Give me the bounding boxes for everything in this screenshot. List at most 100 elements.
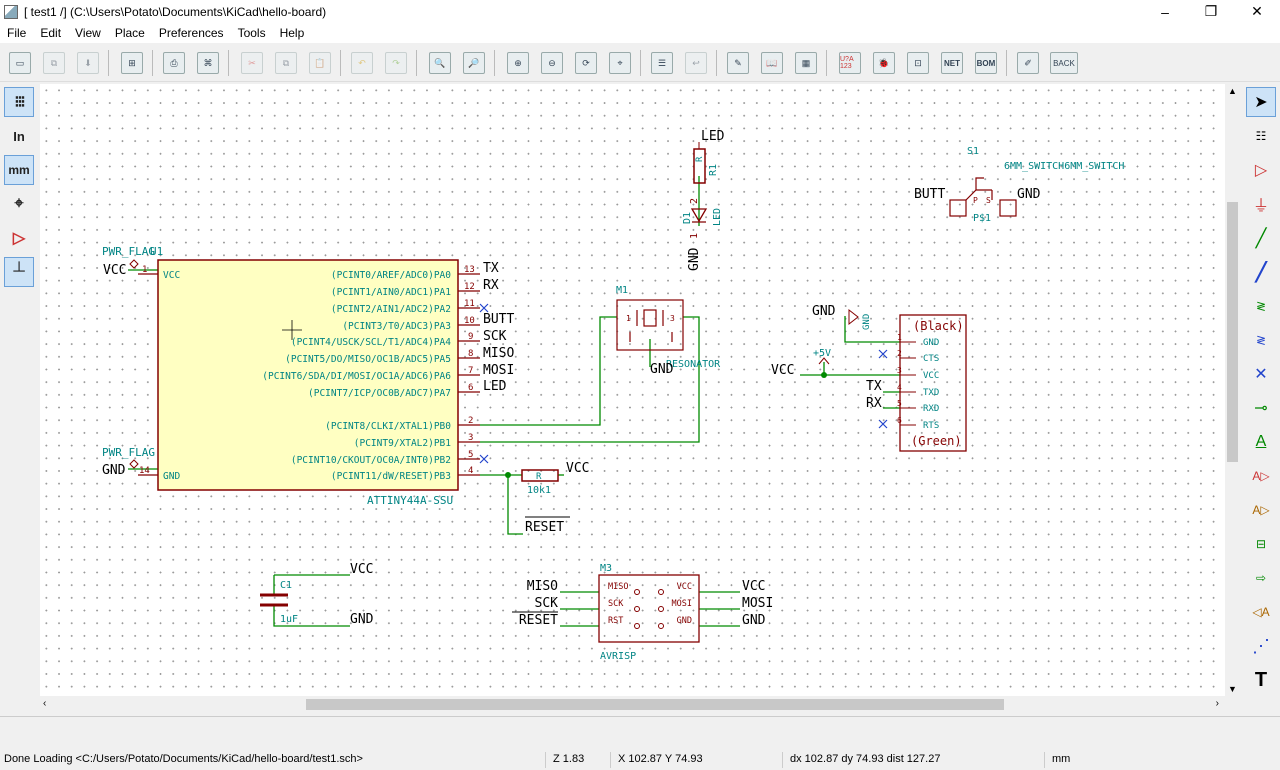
back-annotate-button[interactable]: BACK [1048,49,1080,77]
zoom-out-button[interactable]: ⊖ [538,49,566,77]
symbol-editor-button[interactable]: ✎ [724,49,752,77]
text-tool-button[interactable]: T [1246,665,1276,695]
vertical-scroll-thumb[interactable] [1227,202,1238,462]
menu-view[interactable]: View [75,26,101,40]
u1-body[interactable] [157,259,459,491]
s1-value: 6MM_SWITCH6MM_SWITCH [1004,161,1124,172]
u1-pin-num-1: 1 [142,265,147,275]
menu-preferences[interactable]: Preferences [158,26,224,40]
u1-pin-num-5: 5 [468,450,473,460]
select-tool-button[interactable]: ➤ [1246,87,1276,117]
m3-body[interactable] [598,574,700,643]
vertical-scrollbar[interactable]: ▲ ▼ [1225,84,1240,696]
m1-symbol[interactable] [616,299,684,351]
undo-button[interactable]: ↶ [348,49,376,77]
leave-sheet-button[interactable]: ↩ [682,49,710,77]
new-schematic-button[interactable]: ▭ [6,49,34,77]
ftdi-pin-cts: CTS [923,354,939,364]
cut-button[interactable]: ✂ [238,49,266,77]
u1-pin-pa1: (PCINT1/AIN0/ADC1)PA1 [331,287,451,298]
r1-body[interactable] [693,148,706,184]
symbol-editor-icon: ✎ [727,52,749,74]
ftdi-gnd-symbol: GND [862,314,872,330]
hierarchy-navigator-button[interactable]: ☰ [648,49,676,77]
scroll-down-icon[interactable]: ▼ [1228,684,1237,694]
units-inch-button[interactable]: In [4,121,34,151]
hier-label-button[interactable]: A▷ [1246,495,1276,525]
global-label-button[interactable]: A▷ [1246,461,1276,491]
erc-button[interactable]: 🐞 [870,49,898,77]
m3-net-reset: RESET [519,613,558,628]
horizontal-scrollbar[interactable]: ‹ › [40,696,1225,713]
u1-pin-vcc: VCC [163,270,180,281]
edit-pcb-button[interactable]: ✐ [1014,49,1042,77]
place-symbol-button[interactable]: ▷ [1246,155,1276,185]
copy-button[interactable]: ⧉ [272,49,300,77]
footprint-editor-button[interactable]: ▦ [792,49,820,77]
annotate-button[interactable]: U?A 123 [836,49,864,77]
paste-button[interactable]: 📋 [306,49,334,77]
bus-bus-entry-button[interactable]: ≷ [1246,325,1276,355]
menu-place[interactable]: Place [114,26,145,40]
place-power-button[interactable]: ⏚ [1246,189,1276,219]
hier-sheet-button[interactable]: ⊟ [1246,529,1276,559]
maximize-button[interactable]: ❐ [1204,3,1218,19]
sheet-pin-button[interactable]: ◁A [1246,597,1276,627]
show-pins-button[interactable]: ▷ [4,223,34,253]
schematic-canvas[interactable]: (PCINT0/AREF/ADC0)PA0 (PCINT1/AIN0/ADC1)… [40,84,1225,696]
open-schematic-button[interactable]: ⧉ [40,49,68,77]
units-mm-button[interactable]: mm [4,155,34,185]
c1-symbol[interactable] [260,593,288,607]
d1-symbol[interactable] [690,208,708,223]
print-button[interactable]: ⎙ [160,49,188,77]
place-bus-button[interactable]: ╱ [1246,257,1276,287]
redraw-button[interactable]: ⟳ [572,49,600,77]
graphic-line-button[interactable]: ⋰ [1246,631,1276,661]
plot-button[interactable]: ⌘ [194,49,222,77]
library-browser-button[interactable]: 📖 [758,49,786,77]
save-button[interactable]: ⬇ [74,49,102,77]
s1-pad: P$1 [973,213,991,224]
s1-symbol[interactable] [949,177,1017,217]
library-browser-icon: 📖 [761,52,783,74]
menu-edit[interactable]: Edit [40,26,62,40]
ftdi-connector-body[interactable] [899,314,967,452]
find-replace-icon: 🔎 [463,52,485,74]
ftdi-pin-vcc: VCC [923,371,939,381]
wire-bus-entry-button[interactable]: ≷ [1246,291,1276,321]
u1-pin-num-6: 6 [468,383,473,393]
net-label-button[interactable]: A [1246,427,1276,457]
r2-body[interactable] [521,469,559,482]
place-junction-button[interactable]: ⊸ [1246,393,1276,423]
redo-button[interactable]: ↷ [382,49,410,77]
u1-pin-pa3: (PCINT3/T0/ADC3)PA3 [342,321,451,332]
scroll-right-icon[interactable]: › [1215,698,1219,709]
menu-file[interactable]: File [7,26,27,40]
menu-tools[interactable]: Tools [237,26,266,40]
page-settings-button[interactable]: ⊞ [118,49,146,77]
scroll-up-icon[interactable]: ▲ [1228,86,1237,96]
open-file-icon: ⧉ [43,52,65,74]
show-grid-button[interactable]: ⁝⁝⁝ [4,87,34,117]
u1-pin-pb3: (PCINT11/dW/RESET)PB3 [331,471,451,482]
sheet-pin-icon: ◁A [1252,605,1270,619]
orthogonal-wires-button[interactable]: ┴ [4,257,34,287]
horizontal-scroll-thumb[interactable] [306,699,1004,710]
close-button[interactable]: ✕ [1251,3,1263,19]
import-sheet-pin-button[interactable]: ⇨ [1246,563,1276,593]
cursor-shape-button[interactable]: ⌖ [4,189,34,219]
scroll-left-icon[interactable]: ‹ [43,698,47,709]
bom-button[interactable]: BOM [972,49,1000,77]
zoom-fit-button[interactable]: ⌖ [606,49,634,77]
u1-pin-num-7: 7 [468,366,473,376]
no-connect-button[interactable]: ✕ [1246,359,1276,389]
find-replace-button[interactable]: 🔎 [460,49,488,77]
minimize-button[interactable]: – [1161,3,1169,20]
zoom-in-button[interactable]: ⊕ [504,49,532,77]
netlist-button[interactable]: NET [938,49,966,77]
place-wire-button[interactable]: ╱ [1246,223,1276,253]
menu-help[interactable]: Help [279,26,305,40]
find-button[interactable]: 🔍 [426,49,454,77]
hierarchy-tool-button[interactable]: ☷ [1246,121,1276,151]
assign-footprints-button[interactable]: ⊡ [904,49,932,77]
